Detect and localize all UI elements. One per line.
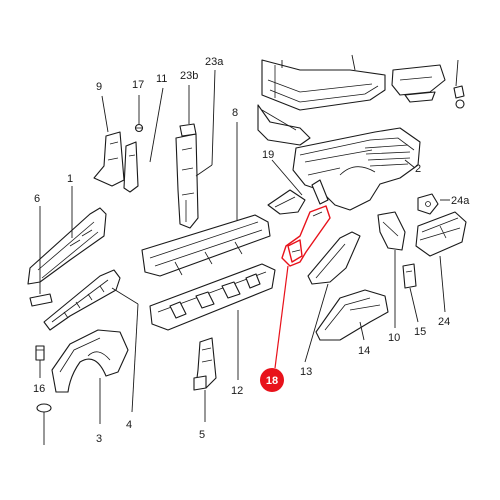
callout-18: 18 bbox=[266, 375, 278, 387]
callout-3: 3 bbox=[96, 433, 102, 445]
part-17-screw bbox=[134, 123, 144, 133]
part-23b-cap bbox=[179, 123, 197, 137]
callout-18-badge bbox=[260, 368, 284, 392]
callout-24a: 24a bbox=[451, 195, 470, 207]
part-2-rear-quarter-panel bbox=[292, 127, 421, 211]
unnumbered-cap bbox=[36, 403, 52, 413]
callout-16: 16 bbox=[33, 383, 45, 395]
callout-17: 17 bbox=[132, 79, 144, 91]
part-18-highlighted-member bbox=[281, 205, 331, 267]
part-3-fender bbox=[51, 329, 129, 393]
callout-23b: 23b bbox=[180, 70, 198, 82]
part-19-bracket bbox=[267, 179, 329, 215]
part-5-bracket bbox=[193, 337, 217, 391]
callout-5: 5 bbox=[199, 429, 205, 441]
part-11-thin-pillar bbox=[123, 141, 139, 193]
callout-14: 14 bbox=[358, 345, 370, 357]
part-1-inner-panel bbox=[27, 207, 107, 285]
callout-15: 15 bbox=[414, 326, 426, 338]
part-9-pillar-trim bbox=[93, 131, 125, 187]
callout-23a: 23a bbox=[205, 56, 224, 68]
callout-6: 6 bbox=[34, 193, 40, 205]
callout-13: 13 bbox=[300, 366, 312, 378]
top-roof-panel bbox=[257, 59, 386, 146]
part-12-lower-rocker bbox=[149, 263, 276, 331]
part-8-sill-panel bbox=[141, 214, 271, 277]
part-10-gusset bbox=[377, 211, 406, 251]
callout-11: 11 bbox=[156, 73, 167, 85]
callout-19: 19 bbox=[262, 149, 274, 161]
callout-1: 1 bbox=[67, 173, 73, 185]
callout-4: 4 bbox=[126, 419, 132, 431]
callout-12: 12 bbox=[231, 385, 243, 397]
part-16-plug bbox=[35, 345, 45, 361]
callout-10: 10 bbox=[388, 332, 400, 344]
part-24a-bracket bbox=[417, 193, 439, 215]
part-4-perforated-panel bbox=[43, 269, 121, 331]
top-small-bracket-a bbox=[391, 64, 446, 103]
part-15-plate bbox=[402, 263, 417, 289]
callout-2: 2 bbox=[415, 163, 421, 175]
part-6-pad bbox=[29, 293, 53, 307]
callout-24: 24 bbox=[438, 316, 450, 328]
part-13-angled-panel bbox=[307, 231, 361, 285]
part-14-lower-wheelhouse bbox=[315, 289, 389, 341]
part-24-box-member bbox=[415, 211, 467, 257]
callout-9: 9 bbox=[96, 81, 102, 93]
top-small-clip bbox=[281, 54, 465, 109]
part-23a-pillar bbox=[175, 133, 199, 229]
callout-8: 8 bbox=[232, 107, 238, 119]
